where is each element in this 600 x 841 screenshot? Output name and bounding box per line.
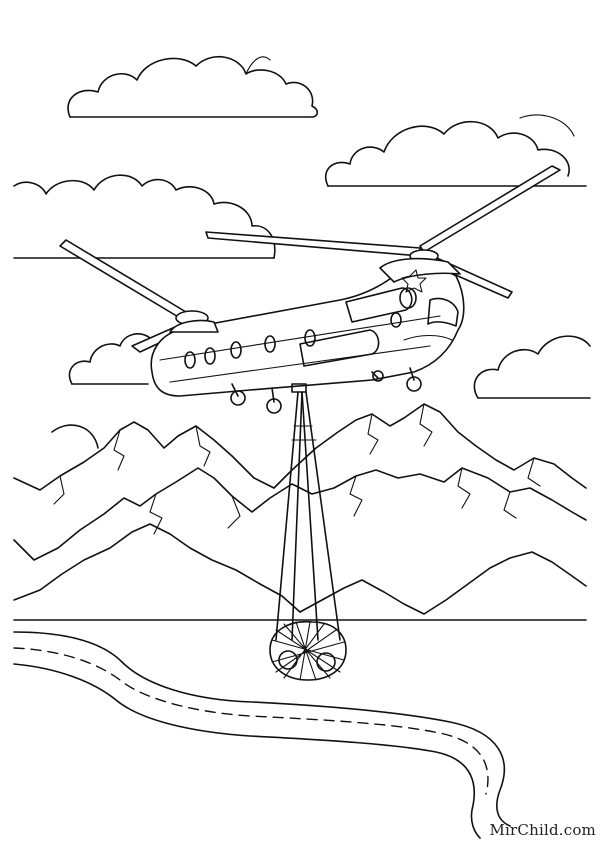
landing-wheel-mid	[266, 398, 282, 414]
cloud-top-right	[325, 114, 587, 187]
star-emblem	[401, 269, 427, 293]
cloud-helicopter-left	[68, 333, 151, 385]
watermark-text: MirChild.com	[489, 821, 596, 839]
landing-wheel-front	[406, 376, 422, 392]
cloud-right-lower	[473, 335, 591, 399]
riverbank	[13, 619, 587, 839]
cloud-middle-left	[13, 174, 276, 259]
sling-load	[269, 391, 347, 681]
cargo-wheel-left	[278, 650, 298, 670]
engine-pod-upper	[345, 287, 413, 323]
front-rotor-blade-top	[419, 165, 561, 253]
rear-rotor-blade-left	[59, 239, 187, 319]
helicopter	[59, 165, 561, 414]
cloud-top-left	[67, 56, 319, 118]
mountain-range	[13, 403, 587, 615]
front-rotor-blade-left	[205, 231, 421, 257]
landing-wheel-rear	[230, 390, 246, 406]
cargo-wheel-right	[316, 652, 336, 672]
sun-outline	[51, 424, 99, 449]
